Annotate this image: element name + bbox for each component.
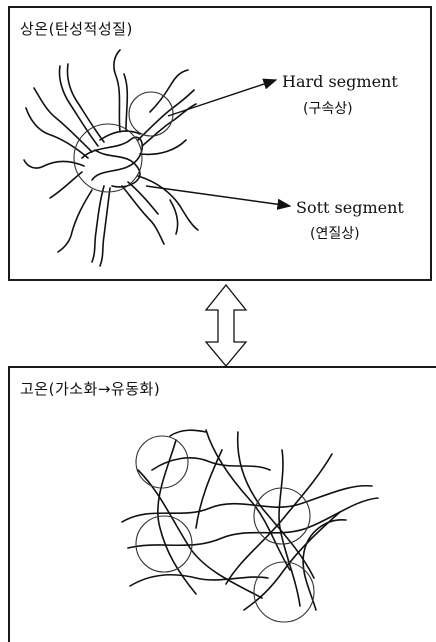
polymer-chain (149, 69, 189, 113)
polymer-network-room-temp (23, 49, 199, 267)
polymer-chain (225, 453, 333, 585)
polymer-chain (169, 429, 207, 437)
room-temperature-title: 상온(탄성적성질) (20, 20, 133, 38)
polymer-chain (236, 431, 315, 579)
polymer-chain (243, 511, 341, 611)
polymer-chain (81, 136, 144, 181)
polymer-chain (278, 449, 301, 607)
soft-segment-label: Sott segment (296, 198, 404, 217)
polymer-chain (57, 189, 93, 253)
high-temperature-panel: 고온(가소화→유동화) (8, 366, 436, 642)
polymer-chain (94, 149, 141, 188)
polymer-chain (123, 73, 129, 131)
polymer-chain (137, 175, 199, 231)
polymer-chain (137, 469, 263, 599)
polymer-chain (91, 185, 105, 263)
polymer-chain (151, 457, 271, 471)
polymer-chain (58, 65, 99, 147)
room-temperature-panel: 상온(탄성적성질) (8, 6, 432, 281)
polymer-chain (121, 484, 373, 523)
polymer-chain (121, 185, 165, 245)
polymer-chain (205, 429, 291, 571)
hard-segment-circles-high-temp (135, 435, 315, 623)
polymer-chain (129, 573, 269, 587)
hard-segment-circle (73, 123, 143, 193)
polymer-chain (137, 89, 195, 141)
polymer-chain (195, 449, 223, 529)
hard-segment-circle (253, 487, 311, 545)
polymer-chain (113, 49, 121, 133)
polymer-chain (127, 181, 159, 215)
polymer-chain (141, 103, 197, 147)
polymer-chain (139, 139, 187, 156)
polymer-chain (33, 87, 93, 153)
polymer-chain (23, 159, 85, 169)
polymer-chain (66, 63, 105, 143)
polymer-network-high-temp (121, 429, 379, 611)
hard-segment-circles (73, 91, 174, 193)
double-vertical-arrow-icon (204, 283, 248, 368)
hard-segment-circle (135, 435, 189, 489)
soft-segment-pointer (145, 185, 292, 210)
polymer-chain (169, 199, 179, 235)
polymer-chain (49, 171, 83, 199)
pointer-arrows (145, 78, 292, 210)
hard-segment-circle (135, 515, 193, 573)
polymer-chain (99, 187, 111, 267)
hard-segment-sublabel: (구속상) (303, 101, 353, 117)
high-temperature-title: 고온(가소화→유동화) (20, 380, 161, 398)
polymer-chain (157, 439, 197, 595)
hard-segment-pointer (167, 78, 278, 117)
soft-segment-sublabel: (연질상) (310, 226, 360, 242)
polymer-chain (127, 497, 379, 549)
polymer-chain (302, 519, 347, 611)
polymer-chain (25, 107, 89, 159)
hard-segment-circle (253, 561, 315, 623)
hard-segment-label: Hard segment (282, 72, 398, 91)
